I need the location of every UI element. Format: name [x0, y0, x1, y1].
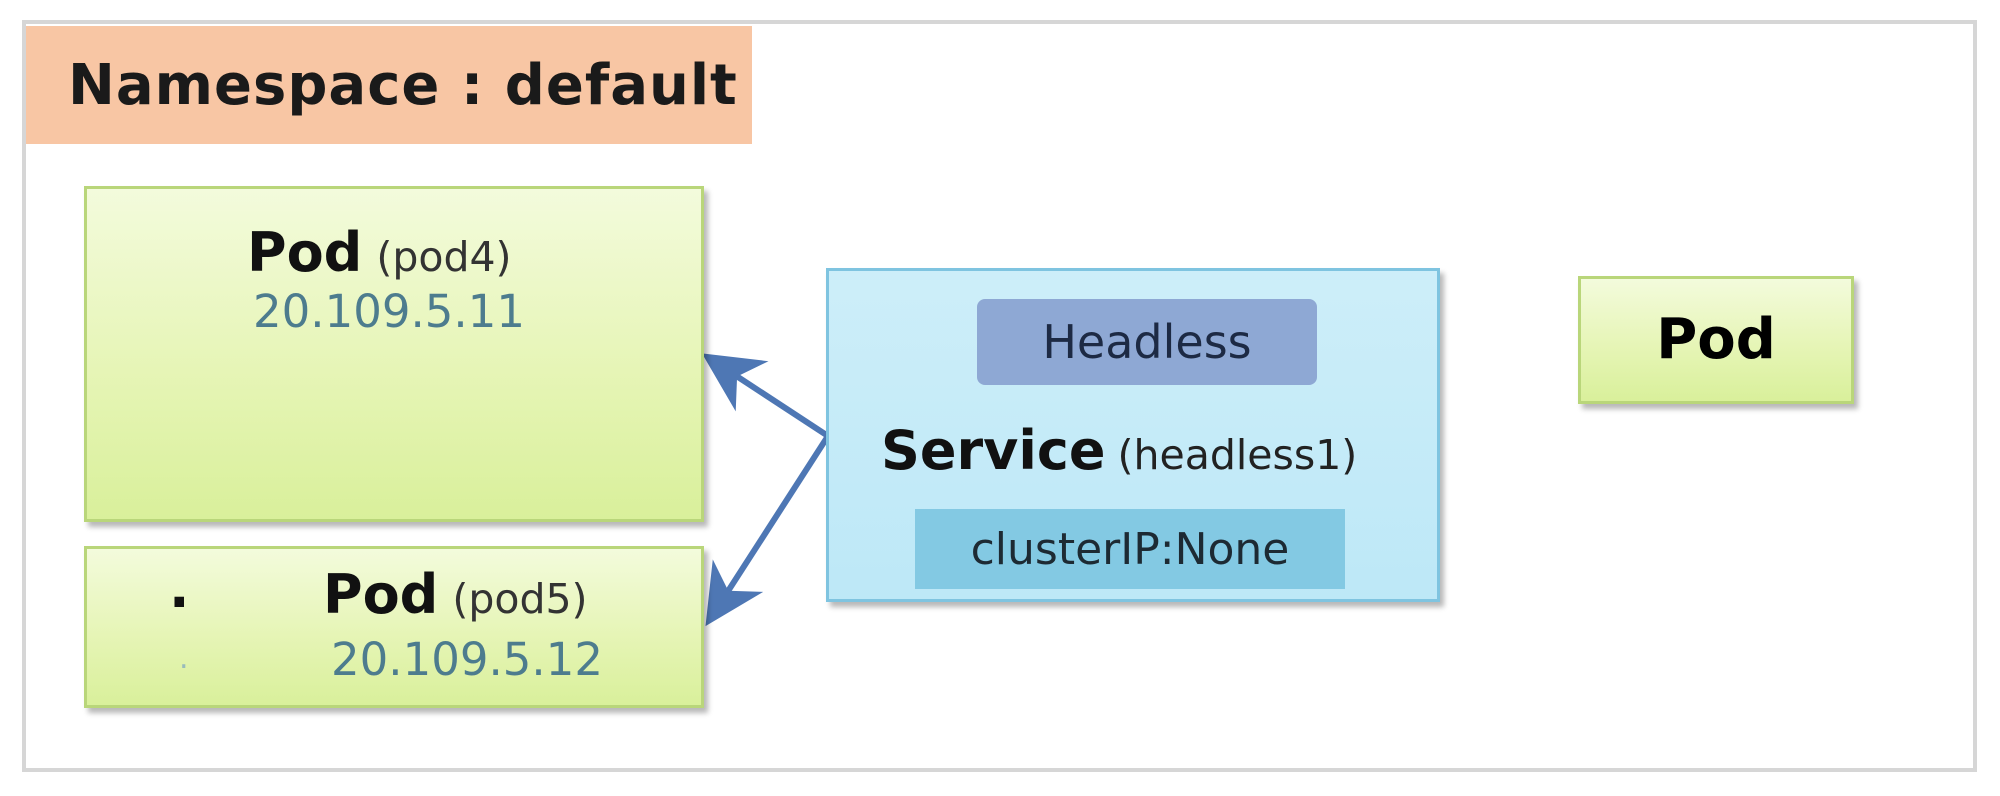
headless-badge: Headless: [977, 299, 1317, 385]
cluster-ip-badge: clusterIP:None: [915, 509, 1345, 589]
namespace-label-text: Namespace : default: [68, 52, 738, 118]
service-heading: Service(headless1): [881, 419, 1357, 482]
pod5-ip: 20.109.5.12: [331, 633, 603, 686]
cluster-ip-text: clusterIP:None: [970, 523, 1290, 575]
service-name: (headless1): [1117, 431, 1358, 479]
pod5-marker: .: [169, 557, 190, 620]
standalone-pod-box: Pod: [1578, 276, 1854, 404]
namespace-label: Namespace : default: [26, 26, 752, 144]
pod4-name: (pod4): [376, 233, 512, 281]
standalone-pod-title: Pod: [1656, 307, 1776, 372]
pod5-marker-small: .: [179, 641, 189, 676]
pod4-title: Pod: [247, 221, 363, 284]
pod5-name: (pod5): [452, 575, 588, 623]
pod5-title: Pod: [323, 563, 439, 626]
pod4-ip: 20.109.5.11: [253, 285, 525, 338]
headless-badge-text: Headless: [1042, 315, 1252, 369]
pod5-box: . . Pod (pod5) 20.109.5.12: [84, 546, 704, 708]
headless-service-box: Headless Service(headless1) clusterIP:No…: [826, 268, 1440, 602]
pod5-heading: Pod (pod5): [323, 563, 588, 626]
pod4-heading: Pod (pod4): [247, 221, 512, 284]
service-title: Service: [881, 419, 1106, 482]
pod4-box: Pod (pod4) 20.109.5.11: [84, 186, 704, 522]
